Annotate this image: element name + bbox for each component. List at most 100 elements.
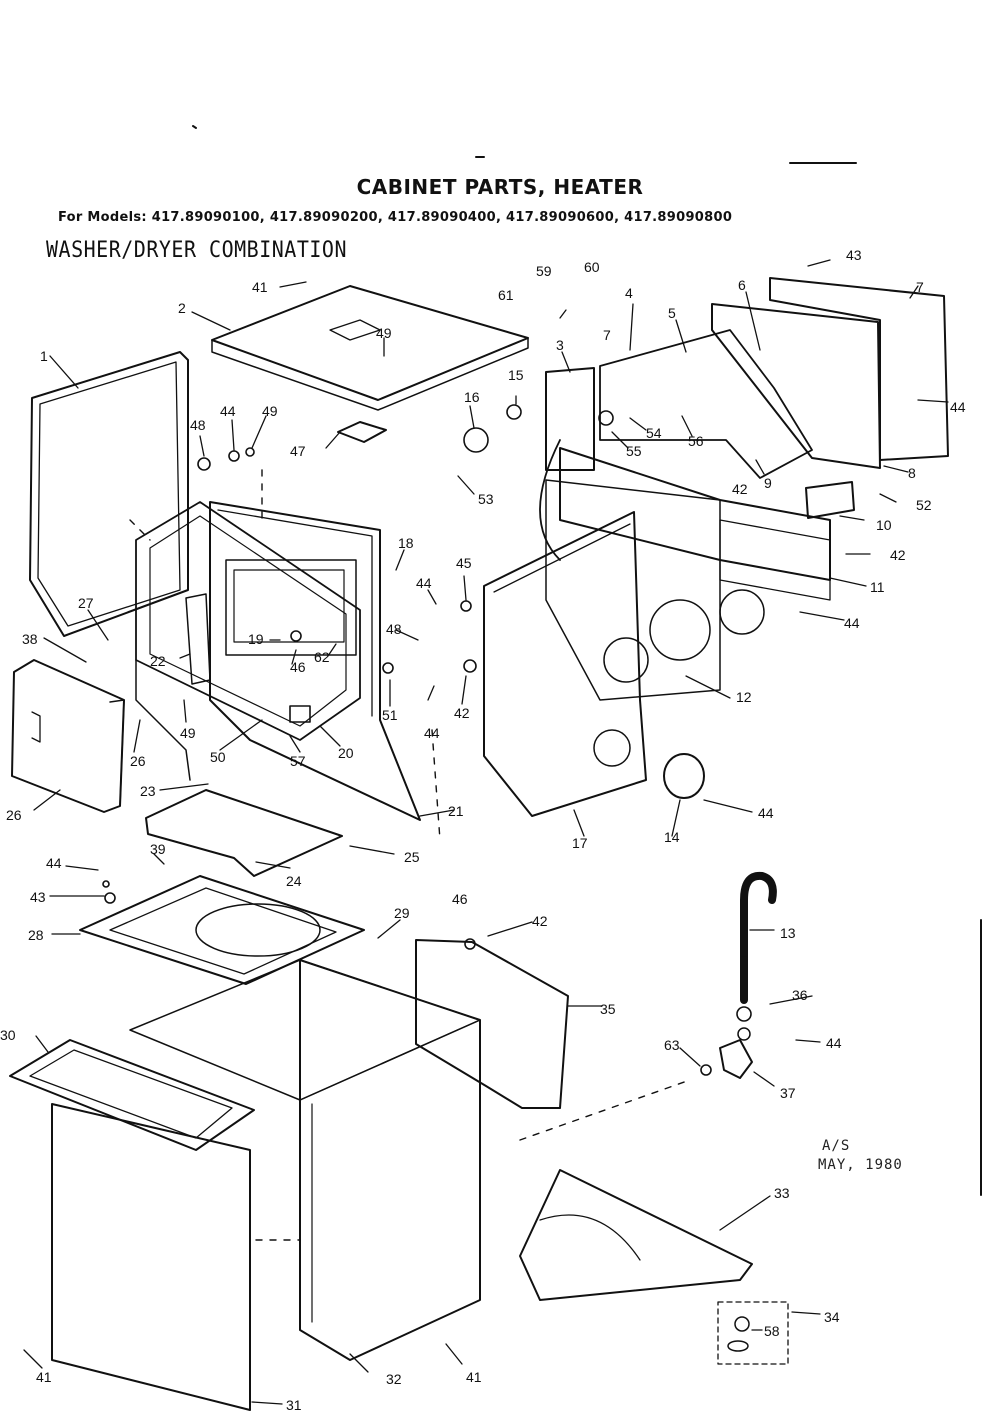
callout-44b: 44: [950, 399, 966, 415]
part-door-frame: [135, 501, 361, 781]
callout-44f: 44: [758, 805, 774, 821]
revision-stamp-line2: MAY, 1980: [818, 1157, 903, 1173]
part-lower-cabinet-front: [299, 959, 481, 1361]
callout-22: 22: [150, 653, 166, 669]
callout-11: 11: [870, 579, 885, 595]
callout-38: 37: [780, 1085, 796, 1101]
callout-49a: 48: [190, 417, 206, 433]
margin-marks: [192, 125, 982, 1196]
callout-13: 13: [780, 925, 796, 941]
callout-64: 63: [664, 1037, 680, 1053]
assembly-lines: [129, 469, 691, 1241]
small-hardware: [102, 404, 752, 1076]
callout-4: 4: [625, 285, 633, 301]
callout-57: 56: [688, 433, 704, 449]
part-top-cover: [211, 285, 529, 411]
callout-44e: 44: [424, 725, 440, 741]
leader-lines: [23, 259, 949, 1405]
callout-60: 59: [536, 263, 552, 279]
callout-24: 24: [286, 873, 302, 889]
part-base-frame: [9, 1039, 255, 1151]
callout-44c: 44: [416, 575, 432, 591]
callout-30: 29: [394, 905, 410, 921]
callout-46a: 45: [456, 555, 472, 571]
callout-44h: 44: [826, 1035, 842, 1051]
callout-47: 46: [290, 659, 306, 675]
part-right-side-panel: [483, 511, 649, 817]
callout-34: 33: [774, 1185, 790, 1201]
callout-2: 2: [178, 300, 186, 316]
callout-41b: 41: [36, 1369, 52, 1385]
callout-7b: 7: [916, 279, 924, 295]
revision-stamp-line1: A/S: [822, 1138, 851, 1154]
part-hinge-bracket: [337, 421, 387, 443]
callout-51: 50: [210, 749, 226, 765]
callout-10: 10: [876, 517, 892, 533]
callout-3: 3: [556, 337, 564, 353]
callout-8: 8: [908, 465, 916, 481]
callout-39: 38: [22, 631, 38, 647]
callout-41c: 41: [466, 1369, 482, 1385]
callout-19: 19: [248, 631, 264, 647]
callout-44a: 43: [846, 247, 862, 263]
callout-35: 34: [824, 1309, 840, 1325]
callout-49c: 49: [180, 725, 196, 741]
part-rear-panel: [415, 939, 569, 1109]
callout-26b: 26: [6, 807, 22, 823]
part-side-panel: [29, 351, 189, 637]
callout-12: 12: [736, 689, 752, 705]
callout-46b: 46: [452, 891, 468, 907]
callout-59: 58: [764, 1323, 780, 1339]
callout-63: 62: [314, 649, 330, 665]
callout-17: 17: [572, 835, 588, 851]
callout-32: 31: [286, 1397, 302, 1411]
callout-18: 18: [398, 535, 414, 551]
callout-14: 14: [664, 829, 680, 845]
callout-1: 1: [40, 348, 48, 364]
callout-27: 27: [78, 595, 94, 611]
callout-52: 51: [382, 707, 398, 723]
callout-62: 61: [498, 287, 514, 303]
callout-55: 54: [646, 425, 662, 441]
callout-26a: 26: [130, 753, 146, 769]
callout-43b: 43: [30, 889, 46, 905]
callout-50: 49: [262, 403, 278, 419]
callout-7a: 7: [603, 327, 611, 343]
part-round-cover: [663, 753, 705, 799]
callout-labels: 1 2 3 4 5 6 7 7 8 9 10 11 12 13 14 15 16…: [0, 247, 966, 1411]
part-console-backplate: [769, 277, 949, 461]
callout-33: 32: [386, 1371, 402, 1387]
callout-31: 30: [0, 1027, 16, 1043]
callout-42a: 41: [252, 279, 268, 295]
callout-6: 6: [738, 277, 746, 293]
callout-37: 36: [792, 987, 808, 1003]
part-control-panel: [599, 303, 881, 479]
part-door-panel: [11, 659, 125, 813]
callout-42d: 42: [532, 913, 548, 929]
callout-53: 52: [916, 497, 932, 513]
diagram-subtitle: WASHER/DRYER COMBINATION: [46, 236, 347, 263]
callout-48b: 48: [386, 621, 402, 637]
callout-16: 16: [464, 389, 480, 405]
callout-45: 44: [220, 403, 236, 419]
callout-49b: 49: [376, 325, 392, 341]
part-valve: [719, 1027, 753, 1079]
callout-61: 60: [584, 259, 600, 275]
callout-42c: 42: [890, 547, 906, 563]
model-list: For Models: 417.89090100, 417.89090200, …: [58, 210, 733, 225]
callout-56: 55: [626, 443, 642, 459]
callout-21: 21: [448, 803, 464, 819]
part-top-frame: [79, 875, 365, 985]
diagram-title: CABINET PARTS, HEATER: [356, 175, 644, 199]
callout-43a: 42: [454, 705, 470, 721]
callout-15: 15: [508, 367, 524, 383]
callout-23: 23: [140, 783, 156, 799]
callout-48a: 47: [290, 443, 306, 459]
callout-44g: 44: [46, 855, 62, 871]
callout-44d: 44: [844, 615, 860, 631]
callout-41a: 39: [150, 841, 166, 857]
part-tray: [145, 789, 343, 877]
callout-20: 20: [338, 745, 354, 761]
callout-25: 25: [404, 849, 420, 865]
